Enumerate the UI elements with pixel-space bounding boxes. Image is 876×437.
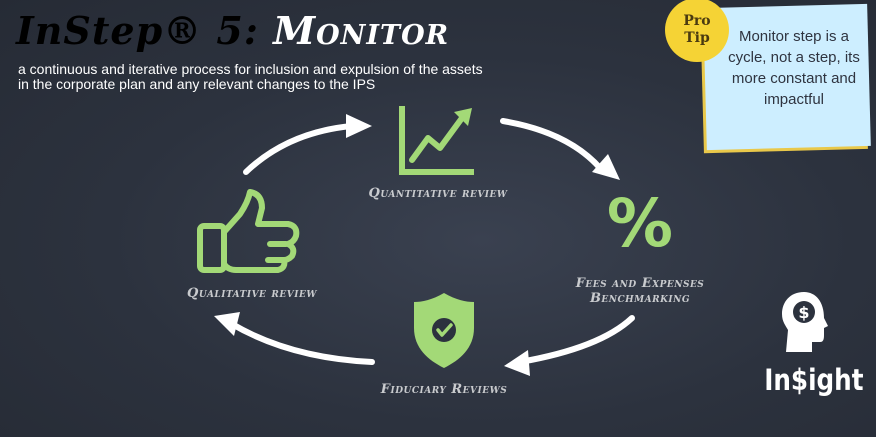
arrow-bottom-left (229, 321, 375, 365)
step-fees-label: Fees and Expenses Benchmarking (575, 276, 705, 306)
page-title: InStep® 5: Monitor (16, 8, 449, 54)
step-quantitative-label: Quantitative review (368, 186, 508, 201)
arrowhead-top-right (592, 154, 620, 180)
protip-text: Monitor step is a cycle, not a step, its… (728, 28, 860, 108)
subtitle: a continuous and iterative process for i… (18, 61, 483, 92)
arrowhead-top-left (346, 114, 372, 138)
svg-text:$: $ (798, 303, 809, 322)
shield-check-icon (414, 293, 474, 368)
arrowhead-bottom-left (214, 312, 240, 336)
logo-text: In$ight (764, 363, 864, 397)
step-fiduciary-label: Fiduciary Reviews (380, 382, 508, 397)
title-step: Monitor (273, 8, 450, 53)
protip-badge-line1: Pro (683, 13, 711, 29)
protip-badge-line2: Tip (684, 30, 710, 46)
arrow-top-left (243, 123, 355, 175)
arrow-top-right (500, 118, 603, 171)
arrowhead-bottom-right (504, 350, 530, 376)
thumbs-up-icon (197, 189, 300, 273)
percent-icon: % (606, 185, 674, 262)
title-prefix: InStep® 5: (16, 8, 259, 53)
protip-badge: Pro Tip (665, 0, 729, 62)
step-qualitative-label: Qualitative review (187, 286, 317, 301)
line-chart-icon (399, 106, 474, 175)
arrow-bottom-right (517, 315, 635, 365)
head-dollar-icon: $ (782, 292, 828, 352)
